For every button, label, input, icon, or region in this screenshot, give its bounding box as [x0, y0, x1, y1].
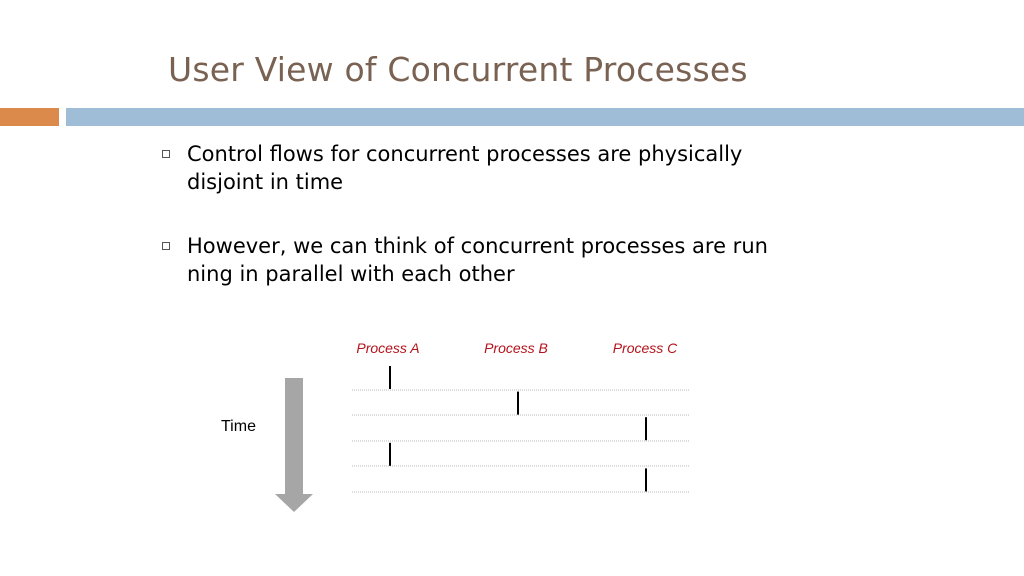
- bullet-item: However, we can think of concurrent proc…: [160, 232, 820, 288]
- accent-bar-orange: [0, 108, 59, 126]
- bullet-item: Control flows for concurrent processes a…: [160, 140, 820, 196]
- square-bullet-icon: [162, 242, 170, 250]
- timeline-gridlines: [352, 389, 690, 493]
- process-label-c: Process C: [613, 340, 678, 356]
- square-bullet-icon: [162, 150, 170, 158]
- bullet-list: Control flows for concurrent processes a…: [160, 140, 820, 324]
- accent-bar-blue: [66, 108, 1024, 126]
- process-label-a: Process A: [356, 340, 419, 356]
- bullet-text: However, we can think of concurrent proc…: [187, 234, 768, 286]
- process-label-b: Process B: [484, 340, 548, 356]
- bullet-text: Control flows for concurrent processes a…: [187, 142, 743, 194]
- time-arrow-icon: [275, 378, 313, 512]
- execution-slices: [389, 366, 647, 492]
- slide-title: User View of Concurrent Processes: [168, 50, 748, 89]
- time-label: Time: [221, 418, 256, 435]
